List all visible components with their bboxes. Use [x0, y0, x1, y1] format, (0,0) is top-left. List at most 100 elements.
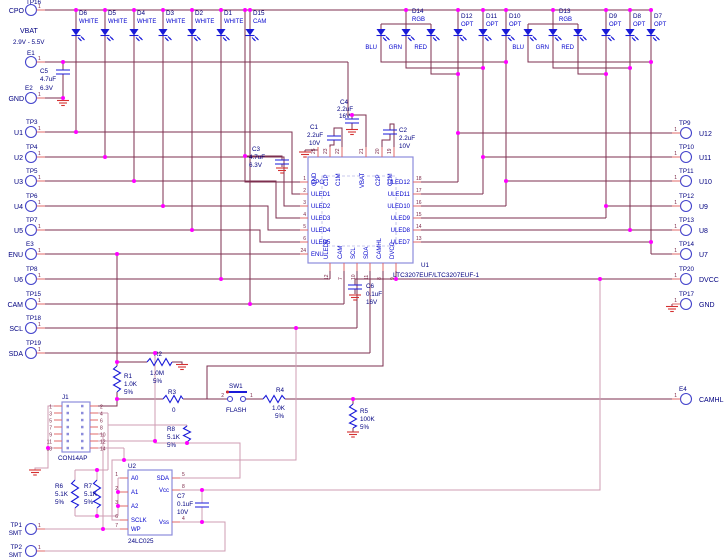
u1-pin-camhl: CAMHL — [377, 237, 383, 259]
terminal-tp15-cam: 1 TP15 CAM — [7, 291, 45, 311]
ground-icon — [345, 128, 359, 136]
net-label: SDA — [9, 351, 24, 358]
u1-pin-uled5: ULED5 — [311, 240, 331, 246]
cap-value: 4.7uF — [249, 154, 265, 161]
tp-label: TP19 — [26, 340, 42, 347]
led-ref: D6 — [79, 10, 88, 17]
rgb-channel: GRN — [536, 45, 549, 51]
led-ref: D13 — [559, 8, 571, 15]
j1-pin-num: 8 — [100, 426, 103, 432]
u2-pin-sclk: SCLK — [131, 518, 147, 524]
u1-pin-uled1: ULED1 — [311, 192, 331, 198]
u2-pin-num: 7 — [115, 523, 118, 529]
u1-pin-num: 14 — [416, 224, 422, 230]
res-value: 5.1K — [167, 434, 181, 441]
led-d14-red-icon — [425, 28, 441, 42]
cap-value: 2.2uF — [399, 135, 415, 142]
tp-label: TP13 — [679, 217, 695, 224]
u1-part-number: LTC3207EUF/LTC3207EUF-1 — [393, 272, 479, 279]
rgb-channel: RED — [414, 45, 427, 51]
u2-pin-num: 6 — [115, 514, 118, 520]
j1-pin-num: 13 — [46, 447, 52, 453]
led-d6-icon — [70, 28, 86, 42]
u1-pin-num: 21 — [359, 148, 365, 154]
u2-pin-num: 4 — [182, 516, 185, 522]
terminal-pin: 1 — [674, 151, 677, 157]
u2-pin-a2: A2 — [131, 504, 139, 510]
net-label: U9 — [699, 204, 708, 211]
led-d14-grn-icon — [400, 28, 416, 42]
res-value: 1.0M — [150, 370, 164, 377]
switch-pin: 1 — [250, 393, 253, 399]
cap-value: 4.7uF — [40, 76, 56, 83]
net-label: GND — [699, 302, 715, 309]
j1-pin-num: 12 — [100, 440, 106, 446]
res-tol: 5% — [275, 413, 285, 420]
led-d4-icon — [128, 28, 144, 42]
net-label-cpo: CPO — [9, 8, 25, 15]
resistor-r2 — [146, 357, 173, 367]
u1-pin-uled6: ULED6 — [324, 239, 330, 259]
led-type: OPT — [609, 22, 622, 28]
cap-ref: C1 — [310, 124, 319, 131]
u1-pin-num: 6 — [303, 236, 306, 242]
u2-pin-num: 5 — [182, 472, 185, 478]
component-symbols — [56, 69, 397, 509]
terminal-pin: 1 — [674, 298, 677, 304]
u1-pin-num: 24 — [300, 248, 306, 254]
terminal-e2-gnd: 1 GND E2 — [8, 85, 45, 105]
net-label: U10 — [699, 179, 712, 186]
u1-pin-gnd: GND — [312, 172, 318, 186]
terminal-e1-vbat: 1 VBAT 2.9V - 5.5V E1 — [13, 28, 45, 69]
wires-light — [34, 279, 601, 552]
terminal-pin: 1 — [38, 4, 41, 10]
u1-pin-cam: CAM — [338, 246, 344, 259]
u2-pin-wp: WP — [131, 527, 141, 533]
cap-c2 — [383, 129, 397, 135]
tp-label: TP4 — [26, 144, 38, 151]
cap-voltage: 6.3V — [40, 85, 54, 92]
led-type: RGB — [412, 17, 425, 23]
tp-label: TP11 — [679, 168, 694, 175]
led-type: OPT — [633, 22, 646, 28]
u1-pin-uled8: ULED8 — [391, 228, 411, 234]
u1-pin-uled12: ULED12 — [387, 180, 410, 186]
net-label: U3 — [14, 179, 23, 186]
u1-pin-num: 7 — [338, 277, 344, 280]
led-ref: D1 — [224, 10, 233, 17]
u2-pin-num: 2 — [115, 486, 118, 492]
tp-label: TP18 — [26, 315, 42, 322]
cap-voltage: 10V — [309, 140, 321, 147]
terminal-tp11-u10: 1 TP11 U10 — [672, 168, 712, 188]
terminal-pin: 1 — [38, 151, 41, 157]
res-value: 0 — [172, 407, 176, 414]
net-label: U5 — [14, 228, 23, 235]
u1-pin-vbat: VBAT — [360, 172, 366, 188]
tp-label: TP15 — [26, 291, 42, 298]
net-label: U7 — [699, 252, 708, 259]
led-type: WHITE — [137, 19, 156, 25]
led-d8-icon — [624, 28, 640, 42]
cap-value: 2.2uF — [307, 132, 323, 139]
net-label: DVCC — [699, 277, 719, 284]
net-label-gnd: GND — [8, 96, 24, 103]
tp-label: TP14 — [679, 241, 695, 248]
led-type: RGB — [559, 17, 572, 23]
tp-label: E3 — [26, 241, 34, 248]
u1-pin-num: 19 — [387, 148, 393, 154]
net-label: U12 — [699, 131, 712, 138]
j1-pin-num: 4 — [100, 412, 103, 418]
terminal-tp7-u5: 1 TP7 U5 — [14, 217, 45, 237]
terminal-pin: 1 — [38, 523, 41, 529]
led-d9-icon — [600, 28, 616, 42]
j1-pads — [66, 404, 84, 450]
j1-pin-num: 6 — [100, 419, 103, 425]
cap-value: 0.1uF — [177, 501, 193, 508]
u1-pin-c1p: C1P — [324, 174, 330, 186]
terminal-tp19-sda: 1 TP19 SDA — [9, 340, 45, 360]
u2-pin-vcc: Vcc — [159, 488, 169, 494]
cap-c5 — [56, 69, 70, 75]
res-tol: 5% — [153, 378, 163, 385]
u2-pin-a0: A0 — [131, 476, 139, 482]
